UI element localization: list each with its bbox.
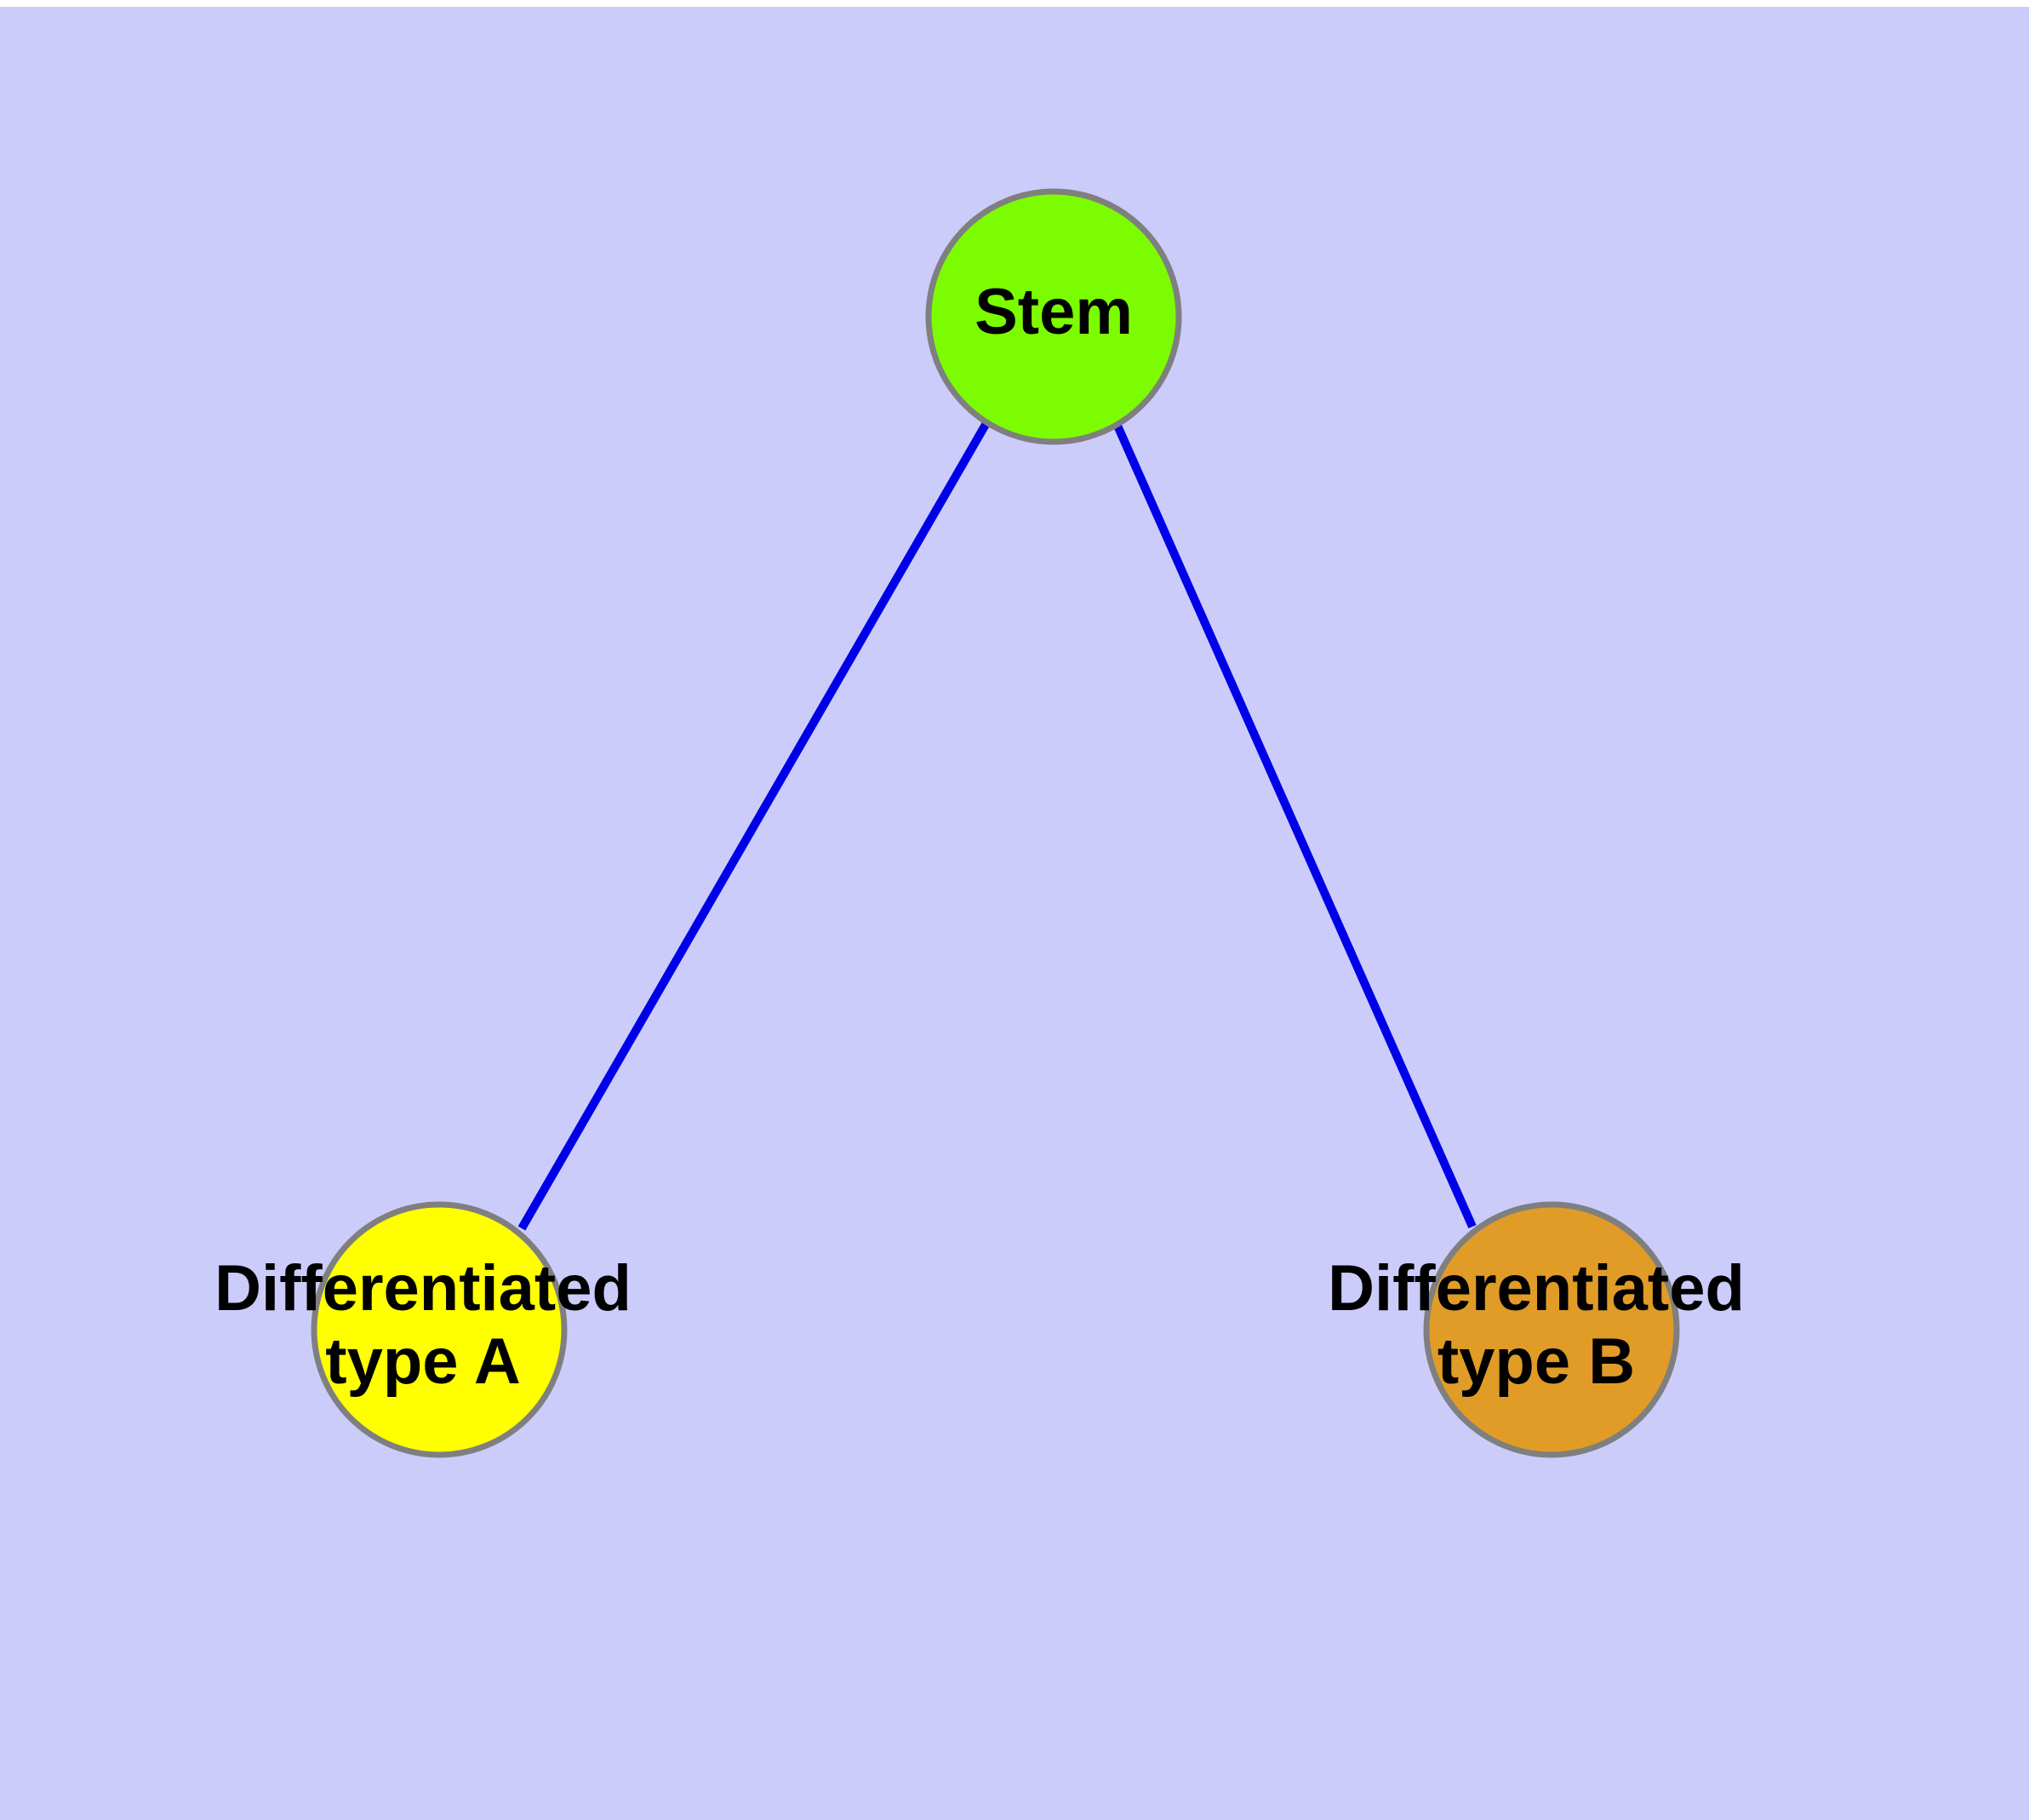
node-circle-diff-type-a[interactable]: [311, 1201, 568, 1458]
edge-layer: [517, 421, 1477, 1231]
node-circle-stem[interactable]: [925, 188, 1182, 445]
node-label-line: type B: [1437, 1325, 1635, 1398]
edge-stem-to-a[interactable]: [517, 421, 991, 1231]
edge-stem-to-b[interactable]: [1113, 423, 1477, 1229]
node-label-line: Differentiated: [1328, 1252, 1745, 1325]
node-label-line: Differentiated: [214, 1252, 632, 1325]
node-label-line: type A: [325, 1325, 520, 1398]
node-circle-diff-type-b[interactable]: [1423, 1201, 1680, 1458]
node-layer: [311, 188, 1680, 1458]
node-label-stem: Stem: [974, 276, 1133, 348]
node-label-line: Stem: [974, 276, 1133, 348]
